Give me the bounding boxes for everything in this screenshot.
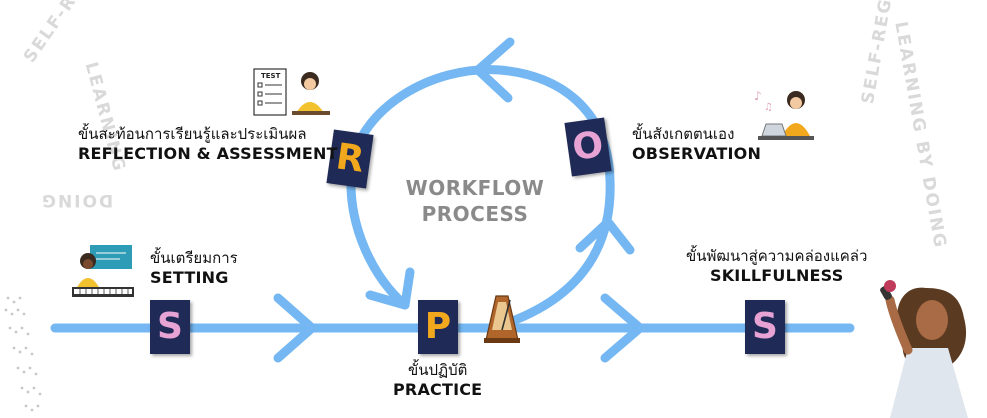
badge-practice-letter: P: [424, 306, 452, 347]
label-setting: ขั้นเตรียมการ SETTING: [150, 248, 238, 288]
cycle-arrowhead-practice: [365, 267, 415, 310]
student-laptop-illustration: ♪ ♫: [754, 89, 814, 140]
student-test-illustration: TEST: [253, 68, 330, 116]
main-arrowhead-1: [273, 293, 317, 363]
cycle-arc: [346, 65, 615, 327]
badge-observation-letter: O: [569, 124, 606, 169]
badge-setting-letter: S: [157, 306, 183, 347]
label-practice: ขั้นปฏิบัติ PRACTICE: [393, 360, 482, 400]
badge-skillfulness: S: [745, 300, 785, 354]
cycle-arrowhead-right: [575, 217, 635, 255]
label-practice-english: PRACTICE: [393, 380, 483, 399]
svg-text:♪: ♪: [754, 89, 762, 103]
label-observation-english: OBSERVATION: [632, 144, 762, 163]
teacher-piano-illustration: [72, 245, 134, 297]
dotted-map-decoration: [4, 296, 42, 412]
svg-text:♫: ♫: [764, 102, 773, 113]
label-reflection: ขั้นสะท้อนการเรียนรู้และประเมินผล REFLEC…: [78, 124, 338, 164]
workflow-title: WORKFLOW PROCESS: [385, 175, 565, 227]
label-skillfulness-thai: ขั้นพัฒนาสู่ความคล่องแคล่ว: [686, 247, 868, 265]
label-reflection-english: REFLECTION & ASSESSMENT: [78, 144, 338, 163]
label-skillfulness-english: SKILLFULNESS: [709, 266, 844, 285]
badge-practice: P: [418, 300, 458, 354]
label-setting-english: SETTING: [150, 268, 229, 287]
singer-illustration: [880, 280, 968, 418]
badge-setting: S: [150, 300, 190, 354]
workflow-title-line1: WORKFLOW: [405, 176, 545, 200]
main-arrowhead-2: [600, 293, 645, 363]
label-observation: ขั้นสังเกตตนเอง OBSERVATION: [632, 124, 761, 164]
badge-skillfulness-letter: S: [752, 306, 778, 347]
workflow-title-line2: PROCESS: [421, 202, 529, 226]
badge-observation: O: [564, 117, 612, 177]
label-practice-thai: ขั้นปฏิบัติ: [407, 361, 468, 379]
label-observation-thai: ขั้นสังเกตตนเอง: [632, 125, 735, 143]
label-setting-thai: ขั้นเตรียมการ: [150, 249, 238, 267]
test-sheet-label: TEST: [261, 72, 281, 80]
label-skillfulness: ขั้นพัฒนาสู่ความคล่องแคล่ว SKILLFULNESS: [686, 246, 867, 286]
badge-reflection-letter: R: [333, 136, 367, 181]
cycle-arrowhead-top: [473, 37, 515, 103]
label-reflection-thai: ขั้นสะท้อนการเรียนรู้และประเมินผล: [78, 125, 307, 143]
metronome-icon: [484, 295, 520, 343]
